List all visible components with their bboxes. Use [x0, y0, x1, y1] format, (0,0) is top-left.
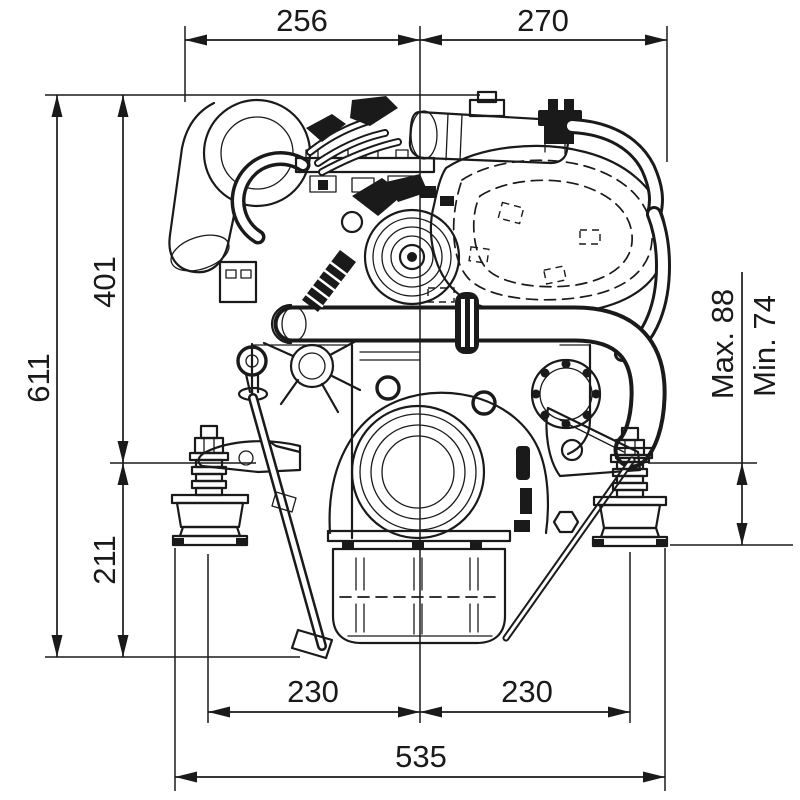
dim-label-256: 256 — [276, 3, 328, 38]
dim-label-max-88: Max. 88 — [705, 289, 740, 399]
dimension-mount-left-230: 230 — [208, 674, 420, 718]
dimension-mount-travel: Max. 88 Min. 74 — [705, 272, 782, 545]
dim-label-230-left: 230 — [287, 674, 339, 709]
right-mount-bracket — [502, 406, 642, 642]
dim-label-min-74: Min. 74 — [747, 295, 782, 397]
dimension-height-211: 211 — [87, 463, 129, 657]
air-filter — [168, 98, 312, 304]
dimension-top-left-256: 256 — [185, 3, 420, 46]
left-mount-bracket — [197, 345, 334, 660]
upper-pulley — [363, 208, 461, 306]
right-engine-mount — [591, 426, 669, 548]
engine-drawing — [168, 90, 671, 660]
expansion-tank — [427, 129, 668, 316]
left-engine-mount — [170, 424, 250, 547]
dimension-height-401: 401 — [87, 95, 129, 463]
dim-label-230-right: 230 — [501, 674, 553, 709]
oil-sump — [326, 529, 512, 645]
dimension-height-611: 611 — [21, 95, 63, 657]
dim-label-611: 611 — [21, 353, 56, 402]
timing-cover-hub — [262, 339, 362, 414]
dim-label-211: 211 — [87, 535, 122, 584]
dimension-width-535: 535 — [175, 739, 665, 783]
dim-label-270: 270 — [517, 3, 569, 38]
dim-label-401: 401 — [87, 256, 122, 308]
dimension-mount-right-230: 230 — [420, 674, 630, 718]
crank-pulley — [350, 404, 486, 540]
dimension-top-right-270: 270 — [420, 3, 667, 46]
dim-label-535: 535 — [395, 739, 447, 774]
valve-cover-cluster — [294, 96, 454, 234]
extension-lines — [45, 26, 793, 791]
ribbed-flex-hose — [302, 250, 356, 312]
exhaust-mixing-pipe — [270, 292, 667, 469]
